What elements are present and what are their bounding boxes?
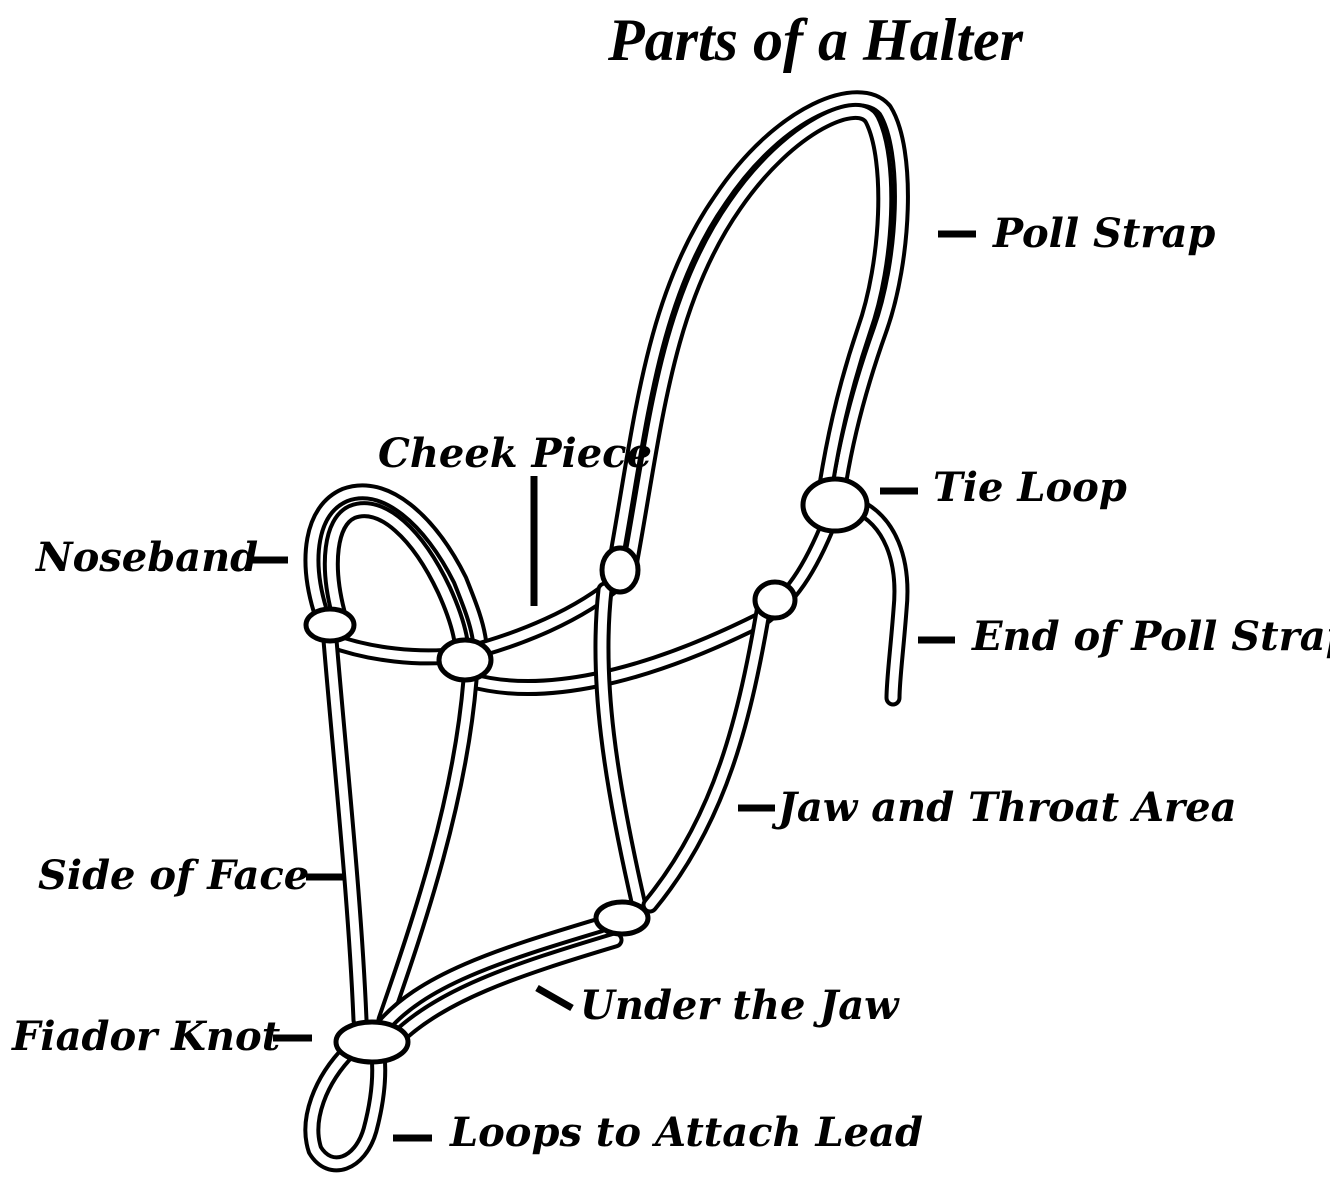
diagram-title: Parts of a Halter xyxy=(608,7,1023,73)
label-noseband: Noseband xyxy=(36,534,259,581)
under-the-jaw-rope xyxy=(371,916,624,1049)
label-under-the-jaw: Under the Jaw xyxy=(580,982,899,1029)
label-fiador-knot: Fiador Knot xyxy=(12,1013,281,1060)
label-end-of-poll-strap: End of Poll Strap xyxy=(972,613,1330,660)
noseband-knot xyxy=(303,606,357,644)
label-loops-to-attach-lead: Loops to Attach Lead xyxy=(450,1109,924,1156)
label-jaw-and-throat-area: Jaw and Throat Area xyxy=(778,784,1237,831)
leader-ticks xyxy=(250,230,976,1142)
under-the-jaw-tick xyxy=(535,984,574,1012)
lead-loops-rope xyxy=(303,1041,388,1173)
label-poll-strap: Poll Strap xyxy=(993,210,1216,257)
knots xyxy=(303,476,870,1065)
cheek-knot xyxy=(436,637,494,683)
label-side-of-face: Side of Face xyxy=(38,852,310,899)
halter-rope-drawing xyxy=(303,90,910,1173)
label-cheek-piece: Cheek Piece xyxy=(378,430,652,477)
cheek-piece-rope xyxy=(321,511,839,696)
throat-knot xyxy=(752,579,798,621)
fiador-knot xyxy=(333,1019,411,1065)
jaw-and-throat-rope xyxy=(593,581,774,919)
poll-strap-rope xyxy=(606,90,910,574)
label-tie-loop: Tie Loop xyxy=(933,464,1127,511)
side-of-face-rope xyxy=(321,631,479,1029)
noseband-rope xyxy=(303,483,489,657)
jaw-knot xyxy=(593,899,651,937)
tie-loop-knot xyxy=(800,476,870,534)
end-of-poll-strap-rope xyxy=(846,496,910,707)
cheek-poll-knot xyxy=(599,545,641,595)
